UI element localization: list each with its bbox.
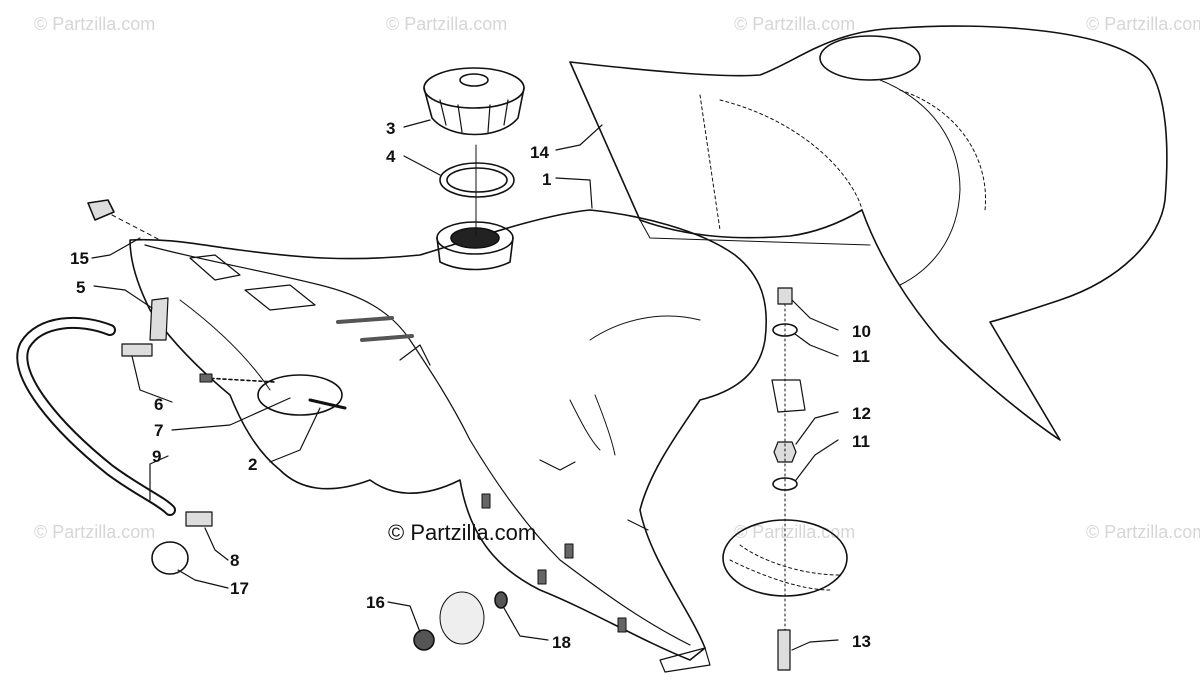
fitting-part-6 [121, 343, 153, 357]
o-ring-part-18 [494, 591, 508, 609]
callout-10: 10 [852, 322, 871, 341]
bolt-part-10 [777, 287, 793, 305]
callout-2: 2 [248, 455, 257, 474]
callout-14: 14 [530, 143, 549, 162]
callout-18: 18 [552, 633, 571, 652]
callout-11-upper: 11 [852, 347, 870, 366]
watermark-bottom-left: © Partzilla.com [34, 522, 156, 542]
watermark-top-left: © Partzilla.com [34, 14, 156, 34]
clamp-part-17 [151, 541, 189, 575]
seat-part [569, 25, 1168, 441]
filter-screen-part [439, 591, 485, 645]
callout-13: 13 [852, 632, 871, 651]
callout-6: 6 [154, 395, 163, 414]
fuel-hose-part [16, 316, 176, 516]
callout-12: 12 [852, 404, 871, 423]
callout-16: 16 [366, 593, 385, 612]
clip-part-15 [87, 199, 115, 221]
watermark-top-center-left: © Partzilla.com [386, 14, 508, 34]
center-watermark: © Partzilla.com [388, 520, 537, 545]
callout-17: 17 [230, 579, 249, 598]
bolt-part-13 [777, 629, 791, 671]
fuel-cap-part [423, 67, 525, 136]
callout-15: 15 [70, 249, 89, 268]
callout-numbers: 1 2 3 4 5 6 7 8 9 10 11 12 11 13 14 15 1… [70, 119, 871, 652]
callout-3: 3 [386, 119, 395, 138]
mounting-hardware [722, 287, 848, 671]
watermark-top-center-right: © Partzilla.com [734, 14, 856, 34]
watermark-bottom-right: © Partzilla.com [1086, 522, 1200, 542]
callout-9: 9 [152, 447, 161, 466]
fuel-cap-gasket-part [439, 162, 515, 198]
leader-lines [91, 119, 839, 651]
grommet-part-16 [413, 629, 435, 651]
fuel-tank-part [129, 209, 806, 673]
callout-4: 4 [386, 147, 396, 166]
callout-7: 7 [154, 421, 163, 440]
callout-5: 5 [76, 278, 85, 297]
hose-clamp-part-5 [149, 297, 169, 341]
fitting-part-8 [185, 511, 213, 527]
nut-part-12 [773, 441, 797, 463]
callout-8: 8 [230, 551, 239, 570]
watermark-top-right: © Partzilla.com [1086, 14, 1200, 34]
callout-1: 1 [542, 170, 551, 189]
watermark-bottom-center-right: © Partzilla.com [734, 522, 856, 542]
callout-11-lower: 11 [852, 432, 870, 451]
